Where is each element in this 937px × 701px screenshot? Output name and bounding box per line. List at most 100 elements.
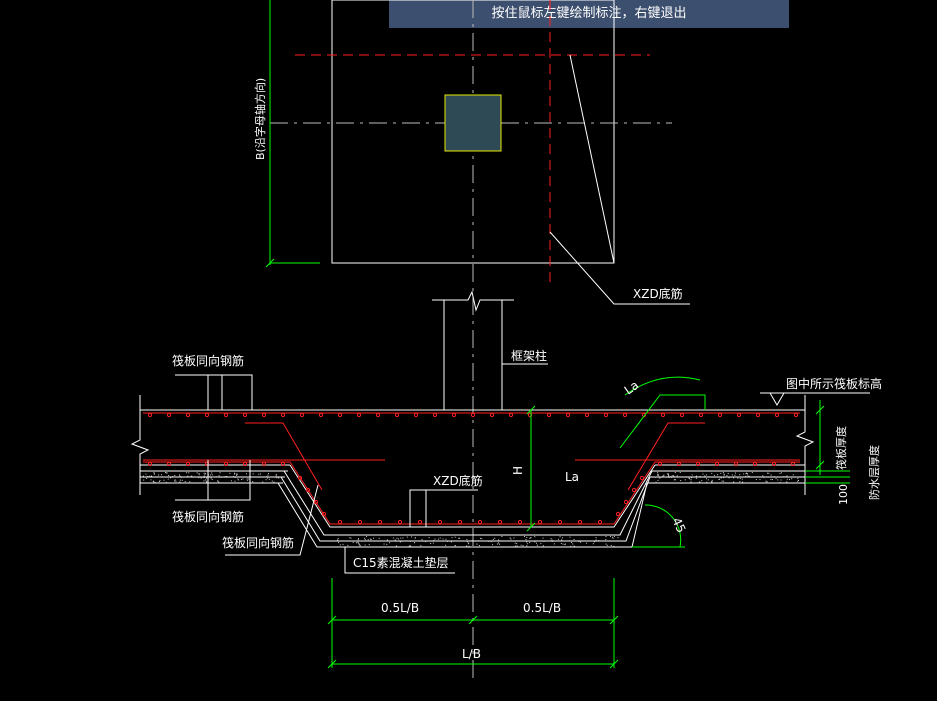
concrete-speck [674, 479, 676, 481]
concrete-speck [181, 476, 183, 478]
concrete-speck [745, 475, 747, 477]
concrete-speck [733, 481, 735, 483]
concrete-speck [355, 542, 357, 544]
concrete-speck [613, 545, 615, 547]
concrete-speck [743, 473, 745, 475]
rebar-dot [223, 461, 229, 467]
concrete-speck [540, 543, 542, 545]
concrete-speck [153, 473, 155, 475]
concrete-speck [347, 544, 349, 546]
concrete-speck [718, 479, 720, 481]
la-upper-label: La [622, 378, 642, 398]
rebar-dot [537, 519, 543, 525]
rebar-dot [321, 511, 327, 517]
concrete-speck [224, 476, 226, 478]
half-dim-tick-right [609, 615, 619, 625]
concrete-speck [268, 473, 270, 475]
concrete-speck [237, 478, 239, 480]
concrete-speck [671, 475, 673, 477]
concrete-speck [595, 537, 597, 539]
concrete-speck [357, 539, 359, 541]
concrete-speck [401, 540, 403, 542]
concrete-speck [445, 544, 447, 546]
concrete-speck [727, 472, 729, 474]
rebar-dot [147, 412, 153, 418]
concrete-speck [534, 541, 536, 543]
concrete-speck [414, 537, 416, 539]
concrete-speck [723, 477, 725, 479]
raft-rebar-bottom2-leader [225, 484, 319, 556]
concrete-speck [676, 475, 678, 477]
rebar-dot [557, 519, 563, 525]
concrete-speck [145, 473, 147, 475]
column-break-line [432, 290, 514, 312]
concrete-texture [142, 472, 799, 547]
concrete-speck [266, 476, 268, 478]
concrete-speck [695, 477, 697, 479]
concrete-speck [218, 475, 220, 477]
concrete-speck [459, 537, 461, 539]
concrete-speck [707, 479, 709, 481]
concrete-speck [467, 543, 469, 545]
rebar-dot [733, 461, 739, 467]
concrete-speck [695, 475, 697, 477]
concrete-speck [146, 478, 148, 480]
concrete-speck [396, 537, 398, 539]
concrete-speck [679, 472, 681, 474]
concrete-speck [364, 544, 366, 546]
concrete-speck [659, 476, 661, 478]
rebar-dot [432, 412, 438, 418]
concrete-speck [337, 539, 339, 541]
rebar-dot [631, 487, 637, 493]
concrete-speck [542, 537, 544, 539]
concrete-speck [719, 478, 721, 480]
concrete-speck [158, 476, 160, 478]
concrete-speck [797, 479, 799, 481]
concrete-speck [342, 543, 344, 545]
concrete-speck [271, 480, 273, 482]
concrete-speck [236, 473, 238, 475]
concrete-speck [204, 474, 206, 476]
concrete-speck [746, 472, 748, 474]
concrete-speck [234, 472, 236, 474]
concrete-speck [165, 481, 167, 483]
rebar-dot [657, 461, 663, 467]
rebar-dot [223, 412, 229, 418]
concrete-speck [481, 538, 483, 540]
rebar-dot [413, 412, 419, 418]
concrete-speck [780, 479, 782, 481]
concrete-speck [252, 481, 254, 483]
concrete-speck [400, 537, 402, 539]
concrete-speck [174, 480, 176, 482]
concrete-speck [275, 473, 277, 475]
concrete-speck [215, 476, 217, 478]
concrete-speck [748, 475, 750, 477]
concrete-speck [525, 538, 527, 540]
concrete-speck [179, 475, 181, 477]
raft-rebar-bottom1-label: 筏板同向钢筋 [172, 509, 244, 524]
concrete-speck [612, 537, 614, 539]
rebar-dot [305, 487, 311, 493]
concrete-speck [573, 538, 575, 540]
column-square[interactable] [444, 94, 502, 152]
concrete-speck [445, 538, 447, 540]
concrete-speck [246, 478, 248, 480]
concrete-speck [771, 479, 773, 481]
concrete-speck [667, 473, 669, 475]
concrete-speck [218, 481, 220, 483]
concrete-speck [217, 480, 219, 482]
c15-cushion-label: C15素混凝土垫层 [353, 555, 449, 570]
concrete-speck [510, 538, 512, 540]
concrete-speck [466, 545, 468, 547]
rebar-dot [527, 412, 533, 418]
h-label: H [511, 466, 525, 475]
rebar-dot [375, 412, 381, 418]
concrete-speck [605, 539, 607, 541]
rebar-dots [147, 412, 799, 525]
concrete-speck [711, 472, 713, 474]
concrete-speck [383, 543, 385, 545]
concrete-speck [606, 544, 608, 546]
concrete-speck [409, 545, 411, 547]
concrete-speck [711, 479, 713, 481]
